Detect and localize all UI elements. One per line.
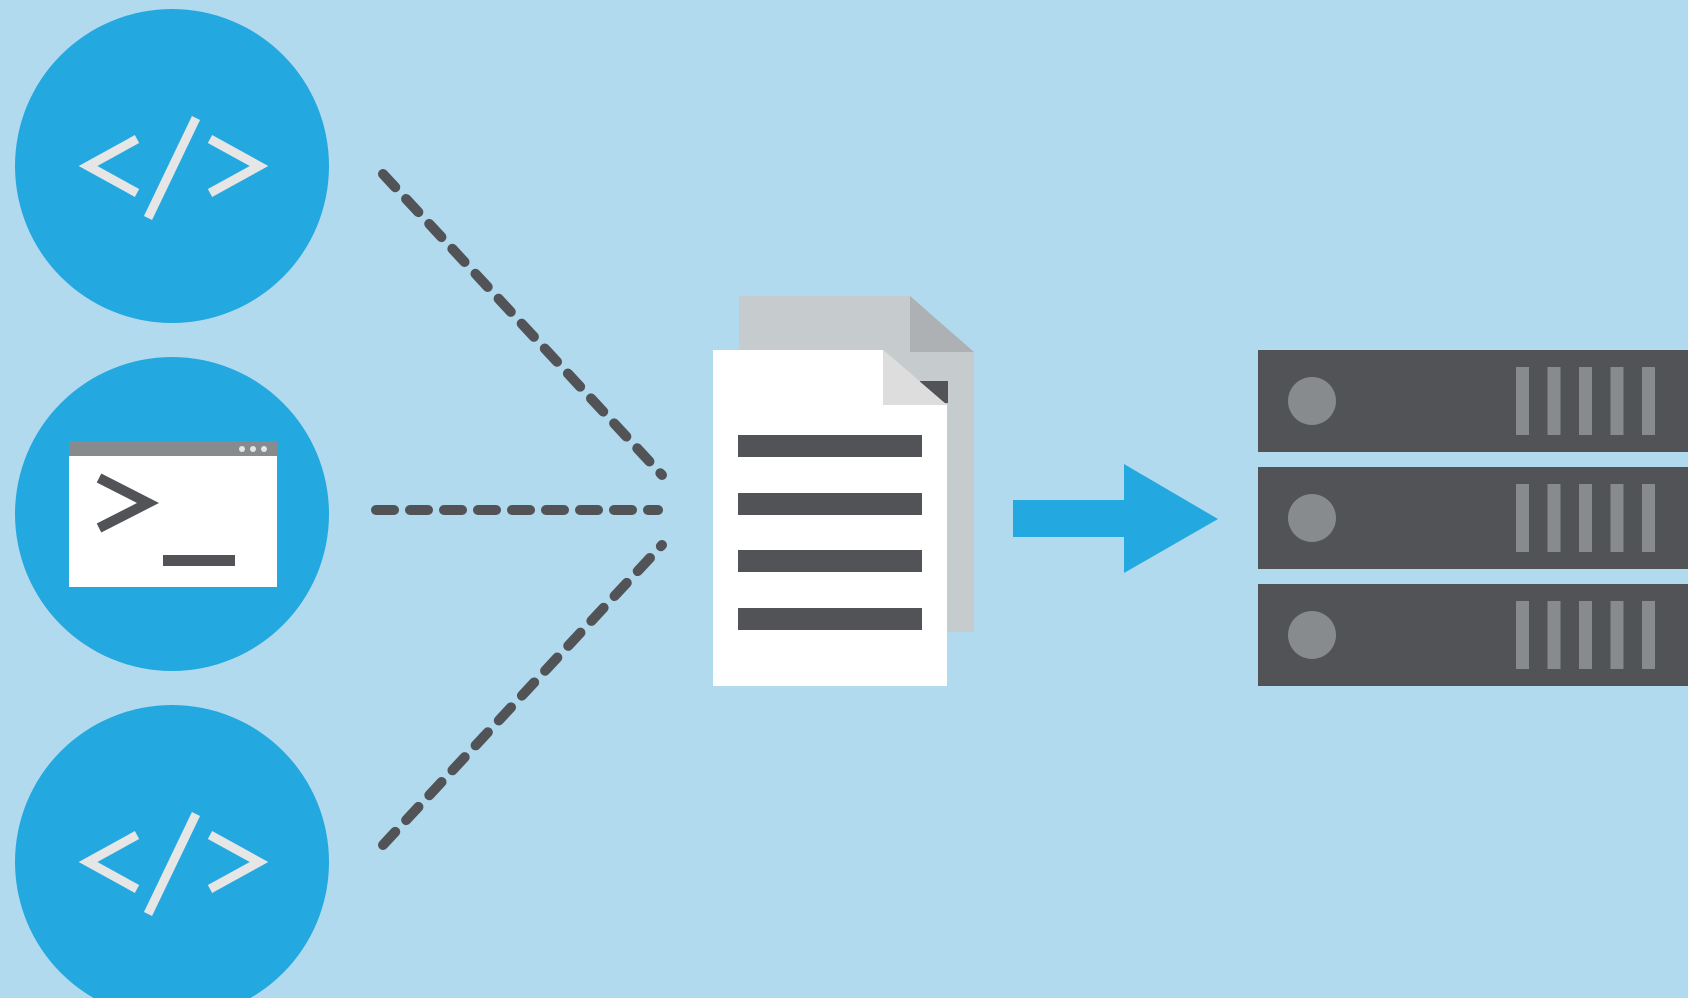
server-vent xyxy=(1547,601,1561,669)
server-vent xyxy=(1642,367,1655,435)
server-unit xyxy=(1258,584,1688,686)
code-brackets-icon xyxy=(78,812,269,916)
server-rack-icon xyxy=(1258,350,1688,686)
server-vent xyxy=(1642,484,1655,552)
terminal-window-icon xyxy=(69,441,277,587)
server-vent xyxy=(1579,367,1592,435)
server-unit xyxy=(1258,467,1688,569)
connector-top xyxy=(378,169,667,480)
source-terminal-middle xyxy=(15,357,329,671)
server-power-light xyxy=(1288,377,1336,425)
server-vent xyxy=(1610,601,1624,669)
connectors xyxy=(371,169,667,850)
server-vent xyxy=(1579,601,1592,669)
server-vent xyxy=(1547,484,1561,552)
arrow-right-icon xyxy=(1013,464,1218,573)
server-power-light xyxy=(1288,494,1336,542)
server-vent xyxy=(1579,484,1592,552)
source-circle xyxy=(15,705,329,998)
document-front-fold xyxy=(883,350,947,405)
document-front xyxy=(713,350,947,686)
document-stack-icon xyxy=(713,296,974,686)
server-vent xyxy=(1516,484,1529,552)
server-vent xyxy=(1610,367,1624,435)
server-vent xyxy=(1547,367,1561,435)
server-vent xyxy=(1516,601,1529,669)
document-back-fold xyxy=(910,296,974,352)
server-vent xyxy=(1516,367,1529,435)
server-power-light xyxy=(1288,611,1336,659)
server-vent xyxy=(1610,484,1624,552)
source-code-top xyxy=(15,9,329,323)
server-unit xyxy=(1258,350,1688,452)
connector-bottom xyxy=(378,540,667,850)
document-text-lines xyxy=(738,435,922,630)
source-code-bottom xyxy=(15,705,329,998)
server-vent xyxy=(1642,601,1655,669)
code-brackets-icon xyxy=(78,116,269,220)
